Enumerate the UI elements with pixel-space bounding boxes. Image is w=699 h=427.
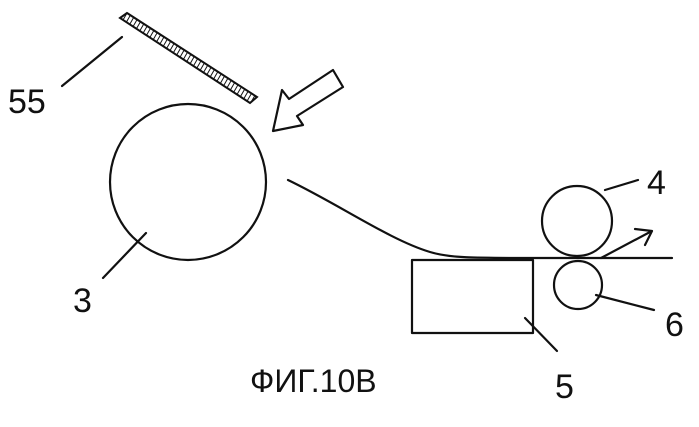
leader-3	[103, 233, 146, 278]
label-55: 55	[8, 83, 46, 121]
roller-4	[542, 186, 612, 256]
leader-6	[596, 295, 654, 310]
figure-caption: ФИГ.10В	[250, 363, 377, 399]
label-3: 3	[73, 282, 92, 320]
leader-5	[525, 318, 557, 351]
label-4: 4	[647, 164, 666, 202]
hollow-arrow-icon	[273, 70, 343, 131]
blade-55	[120, 13, 257, 103]
leader-55	[62, 37, 122, 86]
label-6: 6	[665, 306, 684, 344]
label-5: 5	[555, 368, 574, 406]
web-path	[288, 180, 672, 258]
drum-3	[110, 104, 266, 260]
block-5	[412, 260, 533, 333]
roller-6	[554, 261, 602, 309]
leader-4	[605, 180, 638, 190]
